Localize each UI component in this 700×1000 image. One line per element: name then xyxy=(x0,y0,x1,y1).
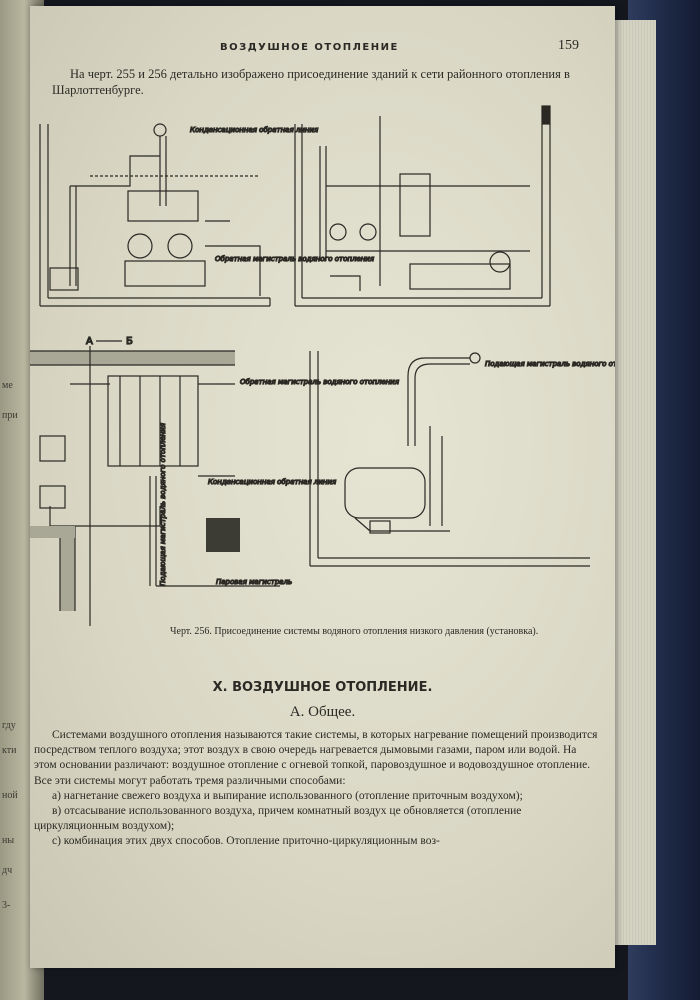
label-supply-water-main: Подающая магистраль водяного отопления xyxy=(485,360,615,368)
left-page-fragment: ме xyxy=(2,380,13,391)
page-edges xyxy=(610,20,656,945)
left-page-fragment: ны xyxy=(2,835,15,846)
label-steam-main: Паровая магистраль xyxy=(216,578,292,586)
left-page-fragment: ной xyxy=(2,790,18,801)
drawing-top-right xyxy=(294,105,551,307)
label-condensate-return: Конденсационная обратная линия xyxy=(190,126,318,134)
body-paragraph: Системами воздушного отопления называютс… xyxy=(34,729,598,787)
section-letter-a: А xyxy=(86,336,93,347)
drawing-bottom-right: Подающая магистраль водяного отопления xyxy=(309,351,615,567)
intro-paragraph: На черт. 255 и 256 детально изображено п… xyxy=(52,67,570,97)
technical-drawing: Конденсационная обратная линия Обратная … xyxy=(30,105,615,626)
body-text: Системами воздушного отопления называютс… xyxy=(34,728,600,850)
figure-caption: Черт. 256. Присоединение системы водяног… xyxy=(170,626,539,637)
page-number: 159 xyxy=(558,38,579,53)
book-page: ВОЗДУШНОЕ ОТОПЛЕНИЕ 159 На черт. 255 и 2… xyxy=(30,6,615,968)
left-page-fragment: кти xyxy=(2,745,17,756)
label-return-water-main-2: Обратная магистраль водяного отопления xyxy=(240,378,399,386)
left-page-fragment: гду xyxy=(2,720,16,731)
page-header: ВОЗДУШНОЕ ОТОПЛЕНИЕ 159 xyxy=(30,38,615,58)
list-item-c: с) комбинация этих двух способов. Отопле… xyxy=(52,835,440,848)
left-page-fragment: при xyxy=(2,410,18,421)
list-item-a: а) нагнетание свежего воздуха и выпирани… xyxy=(52,789,523,802)
list-item-b: в) отсасывание использованного воздуха, … xyxy=(34,805,522,833)
drawing-bottom-left: А Б В Г xyxy=(30,335,400,626)
subsection-title: А. Общее. xyxy=(289,704,356,720)
label-vertical-supply: Подающая магистраль водяного отопления xyxy=(159,423,167,586)
drawing-top-left: Конденсационная обратная линия Обратная … xyxy=(39,123,375,307)
label-condensate-return-2: Конденсационная обратная линия xyxy=(208,478,336,486)
section-letter-b: Б xyxy=(126,336,133,347)
left-page-fragment: 3- xyxy=(2,900,11,911)
left-page-fragment: дч xyxy=(2,865,13,876)
running-title: ВОЗДУШНОЕ ОТОПЛЕНИЕ xyxy=(220,42,399,53)
section-title: X. ВОЗДУШНОЕ ОТОПЛЕНИЕ. xyxy=(212,680,433,695)
